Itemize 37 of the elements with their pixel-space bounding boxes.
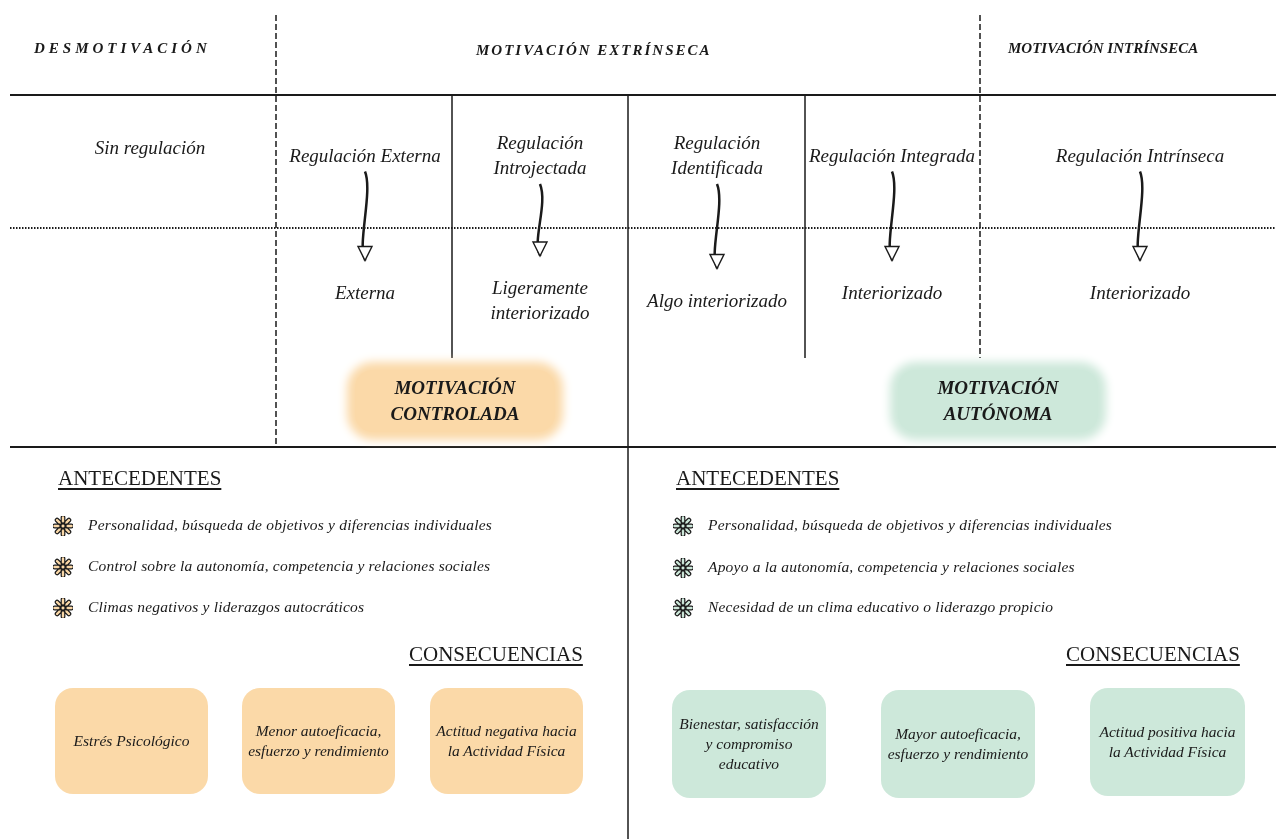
hollow-arrow bbox=[709, 183, 725, 270]
motivation-label: MOTIVACIÓN CONTROLADA bbox=[355, 370, 555, 432]
consequence-box: Actitud positiva hacia la Actividad Física bbox=[1090, 688, 1245, 796]
motivation-label: MOTIVACIÓN AUTÓNOMA bbox=[898, 370, 1098, 432]
consequence-box: Bienestar, satisfacción y compromiso educativo bbox=[672, 690, 826, 798]
regulation-text: Sin regulación bbox=[93, 136, 207, 160]
hollow-arrow bbox=[884, 171, 900, 262]
bullet-text: Personalidad, búsqueda de objetivos y diferencias individuales bbox=[708, 516, 1112, 534]
hollow-arrow bbox=[532, 183, 548, 257]
regulation-text: Regulación Intrínseca bbox=[1010, 125, 1270, 185]
consequence-box: Actitud negativa hacia la Actividad Física bbox=[430, 688, 583, 794]
section-heading: ANTECEDENTES bbox=[58, 466, 222, 491]
bullet-text: Necesidad de un clima educativo o liderazgo propicio bbox=[708, 598, 1054, 616]
regulation-text: Regulación Introjectada bbox=[456, 125, 624, 185]
bullet-text: Apoyo a la autonomía, competencia y relaciones sociales bbox=[708, 558, 1075, 576]
bullet-text: Control sobre la autonomía, competencia y relaciones sociales bbox=[88, 557, 491, 575]
regulation-text: Regulación Integrada bbox=[808, 125, 976, 185]
consequence-box: Estrés Psicológico bbox=[55, 688, 208, 794]
internalization-text: Interiorizado bbox=[1010, 272, 1270, 312]
consequence-box: Menor autoeficacia, esfuerzo y rendimiento bbox=[242, 688, 395, 794]
column-heading: MOTIVACIÓN EXTRÍNSECA bbox=[476, 42, 712, 59]
internalization-text: Interiorizado bbox=[808, 272, 976, 312]
regulation-text: Regulación Identificada bbox=[632, 125, 802, 185]
hollow-arrow bbox=[357, 171, 373, 262]
section-heading: ANTECEDENTES bbox=[676, 466, 840, 491]
internalization-text: Algo interiorizado bbox=[632, 270, 802, 330]
column-heading: DESMOTIVACIÓN bbox=[34, 40, 211, 57]
bullet-text: Climas negativos y liderazgos autocráticos bbox=[88, 598, 365, 616]
consequence-box: Mayor autoeficacia, esfuerzo y rendimiento bbox=[881, 690, 1035, 798]
section-heading: CONSECUENCIAS bbox=[409, 642, 583, 667]
internalization-text: Ligeramente interiorizado bbox=[456, 270, 624, 330]
regulation-text: Regulación Externa bbox=[282, 125, 448, 185]
hollow-arrow bbox=[1132, 171, 1148, 262]
section-heading: CONSECUENCIAS bbox=[1066, 642, 1240, 667]
bullet-text: Personalidad, búsqueda de objetivos y diferencias individuales bbox=[88, 516, 492, 534]
internalization-text: Externa bbox=[282, 272, 448, 312]
column-heading: MOTIVACIÓN INTRÍNSECA bbox=[1008, 40, 1199, 57]
